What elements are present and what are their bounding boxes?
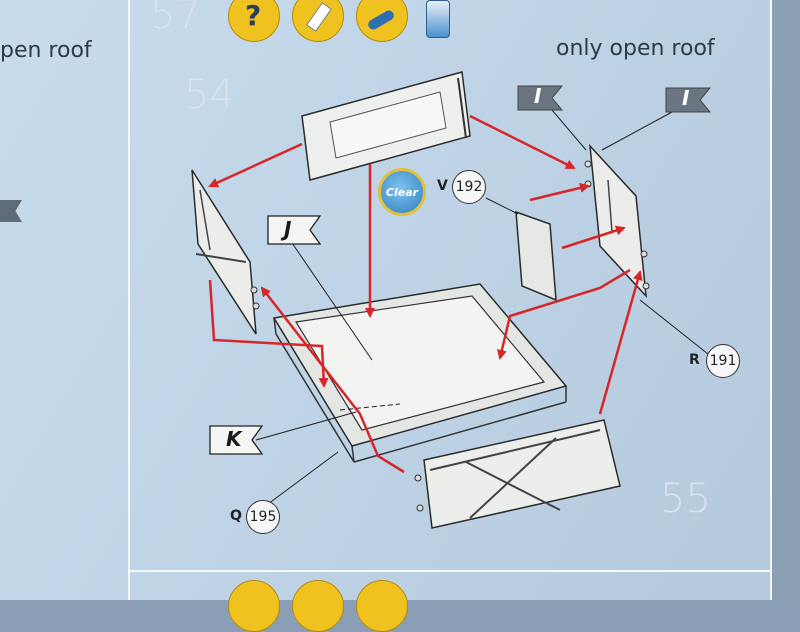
flag-i-right-shape <box>665 87 712 113</box>
paint-brush-icon <box>356 0 408 42</box>
next-step-paint-icon <box>356 580 408 632</box>
question-icon: ? <box>228 0 280 42</box>
part-letter-191: R <box>689 352 700 368</box>
arrow-bottom-to-left <box>260 286 405 474</box>
flag-i-left-label: I <box>534 84 542 108</box>
arrow-bottom-to-right <box>598 270 643 415</box>
part-number-192: 192 <box>452 170 486 204</box>
leader-lines <box>255 109 709 505</box>
flag-i-right-label: I <box>682 86 690 110</box>
roof-tray <box>272 283 568 463</box>
next-step-question-icon <box>228 580 280 632</box>
arrow-top-to-left <box>208 142 303 188</box>
part-number-195: 195 <box>246 500 280 534</box>
roof-panel-bottom <box>414 419 621 529</box>
clear-window-part <box>515 210 557 302</box>
arrow-right-to-tray <box>496 268 631 360</box>
flag-k-shape <box>209 425 264 455</box>
roof-panel-top <box>301 71 471 181</box>
next-step-glue-icon <box>292 580 344 632</box>
page-edge <box>772 0 800 600</box>
arrow-right-to-window <box>561 225 626 250</box>
assembly-diagram <box>191 71 712 529</box>
arrow-window-to-right <box>529 183 590 202</box>
flag-j-label: J <box>284 217 292 241</box>
arrow-top-to-right <box>469 114 576 170</box>
side-panel-left <box>191 169 260 335</box>
part-label-54: 54 <box>184 72 235 118</box>
side-panel-right <box>584 143 650 299</box>
column-divider-right <box>770 0 772 600</box>
step-number: 57 <box>150 0 201 38</box>
flag-j-shape <box>267 215 322 245</box>
left-flag-icon <box>0 200 22 222</box>
part-label-55: 55 <box>660 476 711 522</box>
flag-k-label: K <box>226 427 242 451</box>
left-column-text: pen roof <box>0 38 92 63</box>
assembly-arrows <box>208 114 643 474</box>
callout-flags-gray <box>517 85 712 113</box>
part-number-191: 191 <box>706 344 740 378</box>
glue-brush-icon <box>292 0 344 42</box>
clear-paint-badge: Clear <box>378 168 426 216</box>
part-letter-192: V <box>437 178 448 194</box>
column-divider-left <box>128 0 130 600</box>
part-letter-195: Q <box>230 508 242 524</box>
step-title: only open roof <box>556 36 715 61</box>
step-divider <box>128 570 770 572</box>
callout-flags <box>209 215 322 455</box>
flag-i-left-shape <box>517 85 564 111</box>
clear-paint-can-icon <box>426 0 450 38</box>
